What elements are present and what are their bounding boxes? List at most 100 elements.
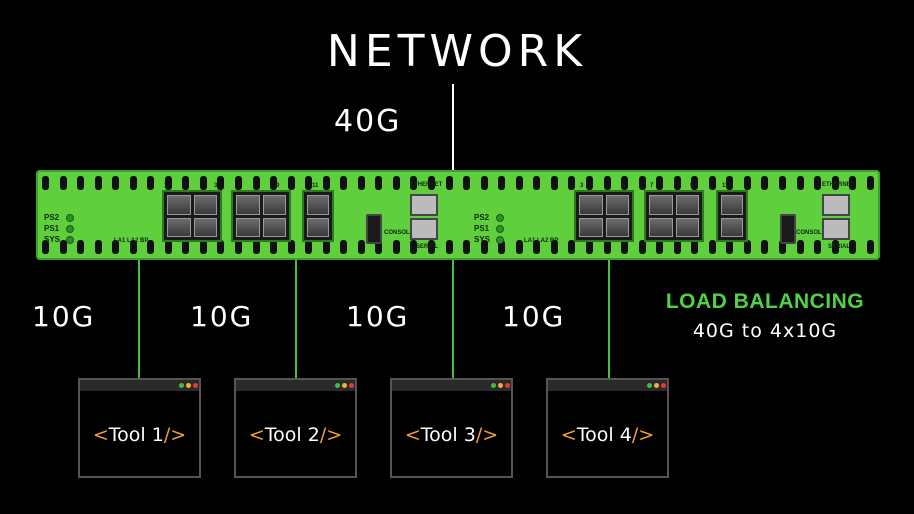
- tool-label: <Tool 3/>: [404, 424, 499, 446]
- top-vent-row: [42, 176, 874, 190]
- window-dot-icon: [349, 383, 354, 388]
- link-speed-label-4: 10G: [502, 300, 566, 333]
- bottom-vent-row: [42, 240, 874, 254]
- tool-window-2: <Tool 2/>: [234, 378, 357, 478]
- tool-label: <Tool 4/>: [560, 424, 655, 446]
- window-dot-icon: [335, 383, 340, 388]
- usb-port-right[interactable]: [780, 214, 796, 244]
- port-number-label: 11: [312, 183, 319, 189]
- ps2-led: [496, 214, 504, 222]
- window-dot-icon: [491, 383, 496, 388]
- window-dot-icon: [498, 383, 503, 388]
- sys-led: [66, 236, 74, 244]
- sfp-port-group-5: [644, 190, 704, 242]
- tool-window-3: <Tool 3/>: [390, 378, 513, 478]
- port-number-label: 3: [214, 183, 218, 189]
- network-switch: PS2 PS1 SYS LA1 LA2 BP 1 3 7 9 11 CONSOL…: [36, 170, 880, 260]
- sfp-port[interactable]: [307, 217, 329, 237]
- led-label-ps2: PS2: [44, 213, 60, 222]
- tool-label: <Tool 1/>: [92, 424, 187, 446]
- network-title: NETWORK: [326, 26, 588, 77]
- sfp-port[interactable]: [579, 195, 603, 215]
- downlink-line-3: [452, 260, 454, 380]
- sfp-port[interactable]: [675, 217, 699, 237]
- downlink-line-4: [608, 260, 610, 380]
- window-dot-icon: [661, 383, 666, 388]
- window-title-bar: [548, 380, 667, 391]
- sfp-port[interactable]: [262, 217, 286, 237]
- tool-window-4: <Tool 4/>: [546, 378, 669, 478]
- sfp-port[interactable]: [605, 217, 629, 237]
- led-label-ps1: PS1: [474, 224, 490, 233]
- downlink-line-1: [138, 260, 140, 380]
- ps2-led: [66, 214, 74, 222]
- ethernet-label-left: ETHERNET: [410, 182, 443, 188]
- downlink-line-2: [295, 260, 297, 380]
- window-dot-icon: [179, 383, 184, 388]
- port-number-label: 9: [690, 183, 694, 189]
- ps1-led: [66, 225, 74, 233]
- ethernet-port-right-bottom[interactable]: [822, 218, 850, 240]
- link-speed-label-3: 10G: [346, 300, 410, 333]
- sfp-port[interactable]: [579, 217, 603, 237]
- load-balancing-subtitle: 40G to 4x10G: [692, 320, 838, 342]
- window-title-bar: [236, 380, 355, 391]
- sfp-port-group-1: [162, 190, 222, 242]
- led-label-sys: SYS: [44, 235, 61, 244]
- port-number-label: 3: [580, 183, 584, 189]
- ps1-led: [496, 225, 504, 233]
- port-number-label: 11: [722, 183, 729, 189]
- link-led-labels-left: LA1 LA2 BP: [114, 238, 149, 244]
- window-title-bar: [80, 380, 199, 391]
- window-dot-icon: [342, 383, 347, 388]
- console-label-left: CONSOLE: [384, 230, 414, 236]
- ethernet-port-left-top[interactable]: [410, 194, 438, 216]
- usb-port-left[interactable]: [366, 214, 382, 244]
- link-speed-label-2: 10G: [190, 300, 254, 333]
- led-label-ps2: PS2: [474, 213, 490, 222]
- ethernet-port-right-top[interactable]: [822, 194, 850, 216]
- sfp-port[interactable]: [262, 195, 286, 215]
- port-number-label: 7: [650, 183, 654, 189]
- window-dot-icon: [186, 383, 191, 388]
- link-led-labels-right: LA1 LA2 BP: [524, 238, 559, 244]
- sfp-port[interactable]: [167, 195, 191, 215]
- sfp-port[interactable]: [167, 217, 191, 237]
- console-label-right: CONSOLE: [796, 230, 826, 236]
- sfp-port-group-4: [574, 190, 634, 242]
- window-title-bar: [392, 380, 511, 391]
- tool-window-1: <Tool 1/>: [78, 378, 201, 478]
- window-dot-icon: [654, 383, 659, 388]
- sfp-port[interactable]: [605, 195, 629, 215]
- sfp-port-group-3: [302, 190, 334, 242]
- sfp-port-group-6: [716, 190, 748, 242]
- sys-led: [496, 236, 504, 244]
- sfp-port[interactable]: [649, 195, 673, 215]
- link-speed-label-1: 10G: [32, 300, 96, 333]
- port-number-label: 5: [622, 183, 626, 189]
- sfp-port[interactable]: [649, 217, 673, 237]
- uplink-speed-label: 40G: [334, 104, 402, 139]
- ethernet-label-right: ETHERNET: [822, 182, 855, 188]
- port-number-label: 7: [238, 183, 242, 189]
- load-balancing-title: LOAD BALANCING: [665, 290, 865, 313]
- serial-label-right: SERIAL: [828, 244, 851, 250]
- sfp-port[interactable]: [675, 195, 699, 215]
- led-label-ps1: PS1: [44, 224, 60, 233]
- led-label-sys: SYS: [474, 235, 491, 244]
- port-number-label: 9: [276, 183, 280, 189]
- sfp-port[interactable]: [193, 195, 217, 215]
- ethernet-port-left-bottom[interactable]: [410, 218, 438, 240]
- sfp-port-group-2: [231, 190, 291, 242]
- window-dot-icon: [505, 383, 510, 388]
- window-dot-icon: [193, 383, 198, 388]
- sfp-port[interactable]: [193, 217, 217, 237]
- uplink-line: [452, 84, 454, 172]
- sfp-port[interactable]: [236, 217, 260, 237]
- sfp-port[interactable]: [721, 217, 743, 237]
- port-number-label: 1: [164, 183, 168, 189]
- sfp-port[interactable]: [721, 195, 743, 215]
- sfp-port[interactable]: [236, 195, 260, 215]
- sfp-port[interactable]: [307, 195, 329, 215]
- window-dot-icon: [647, 383, 652, 388]
